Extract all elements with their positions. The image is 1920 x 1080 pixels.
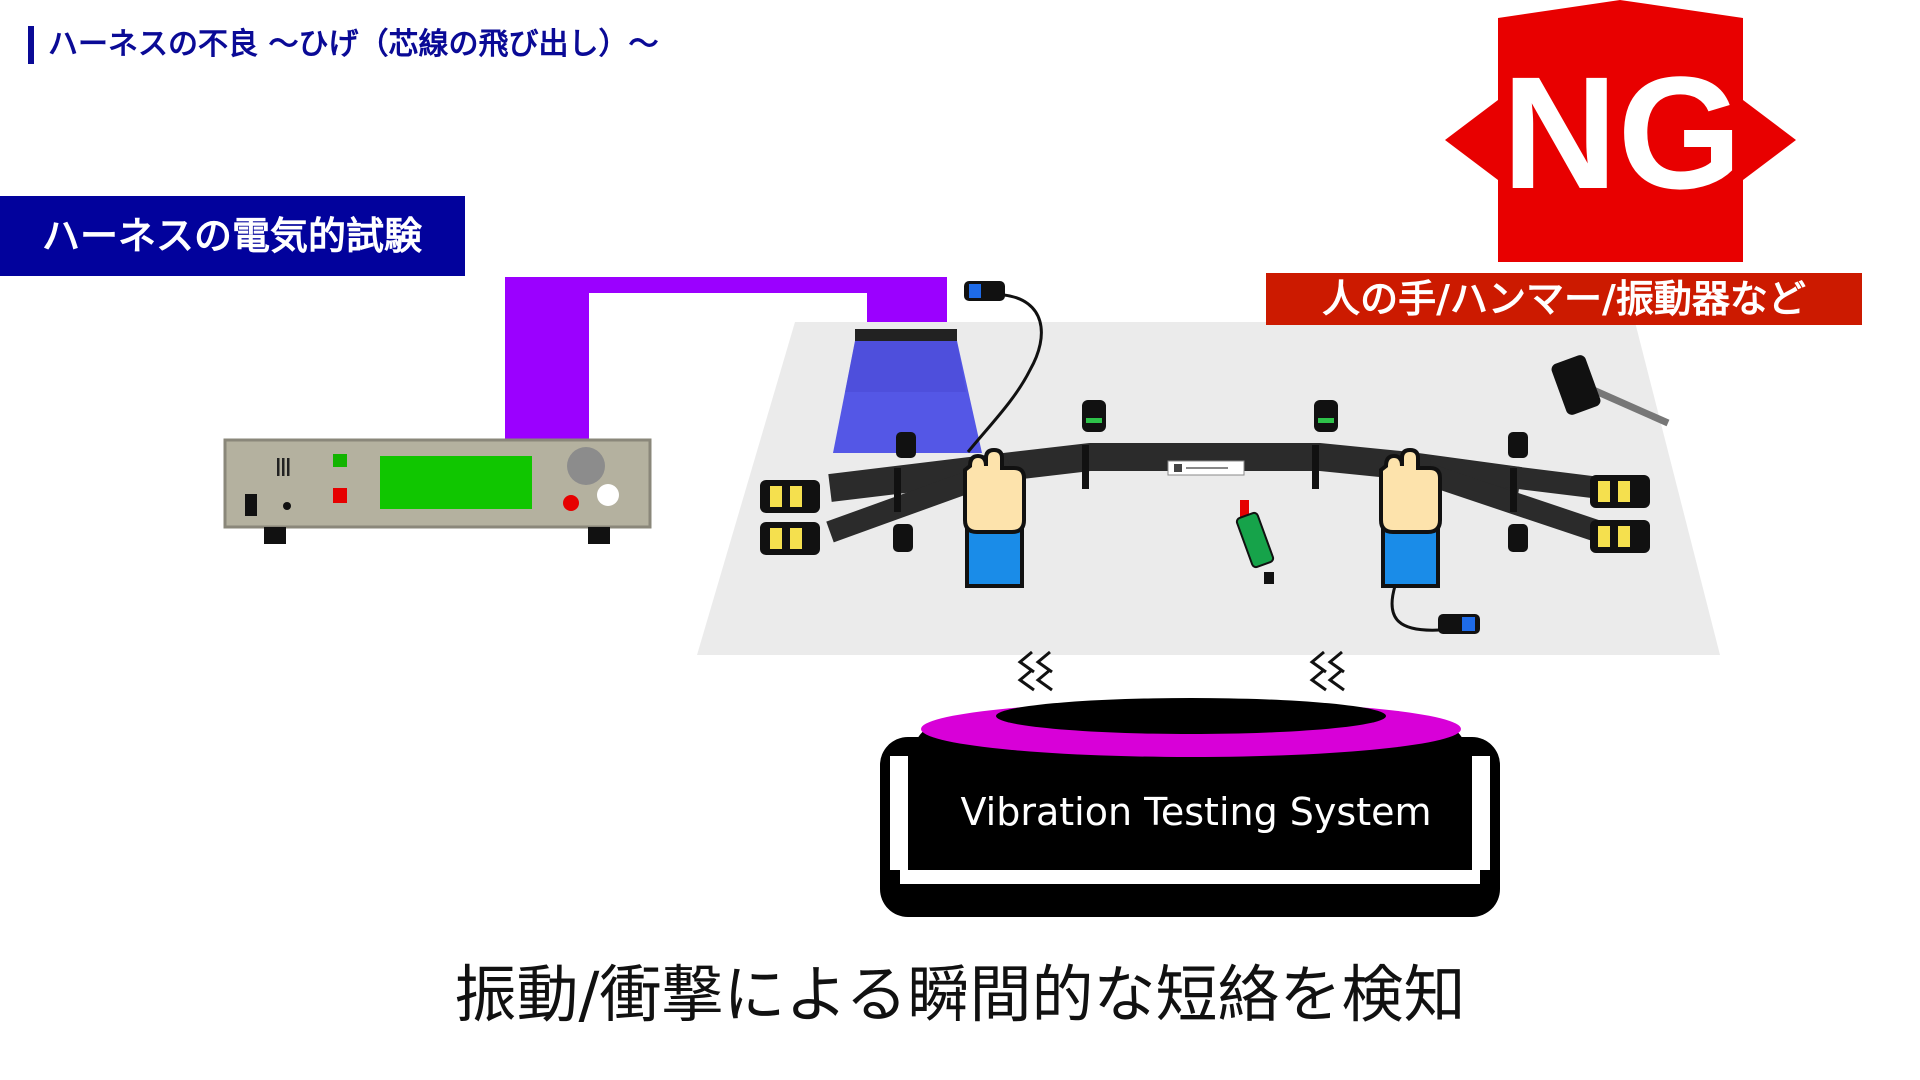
- ng-badge: NG: [1445, 0, 1796, 262]
- left-hand: [963, 447, 1026, 588]
- vibration-testing-system: Vibration Testing System: [880, 698, 1500, 917]
- shaker-label: Vibration Testing System: [961, 790, 1432, 834]
- method-label: 人の手/ハンマー/振動器など: [1266, 273, 1862, 325]
- probe-lead-right: [1390, 585, 1441, 632]
- harness-tester: [223, 438, 652, 544]
- probe-lead-left: [966, 293, 1043, 453]
- page-title: ハーネスの不良 〜ひげ（芯線の飛び出し）〜: [28, 26, 658, 64]
- end-connectors: [760, 475, 1650, 555]
- section-label: ハーネスの電気的試験: [0, 196, 465, 276]
- test-cable: [505, 277, 947, 440]
- tester-display: [380, 456, 532, 509]
- hammer-icon: [1551, 355, 1670, 427]
- handheld-probe: [1235, 500, 1275, 584]
- caption: 振動/衝撃による瞬間的な短絡を検知: [454, 958, 1466, 1031]
- right-hand: [1379, 447, 1442, 588]
- ng-badge-shape: [1445, 0, 1796, 262]
- connector-adapter: [833, 329, 982, 453]
- ng-badge-text: NG: [1502, 43, 1742, 222]
- vibration-marks: [1017, 650, 1345, 692]
